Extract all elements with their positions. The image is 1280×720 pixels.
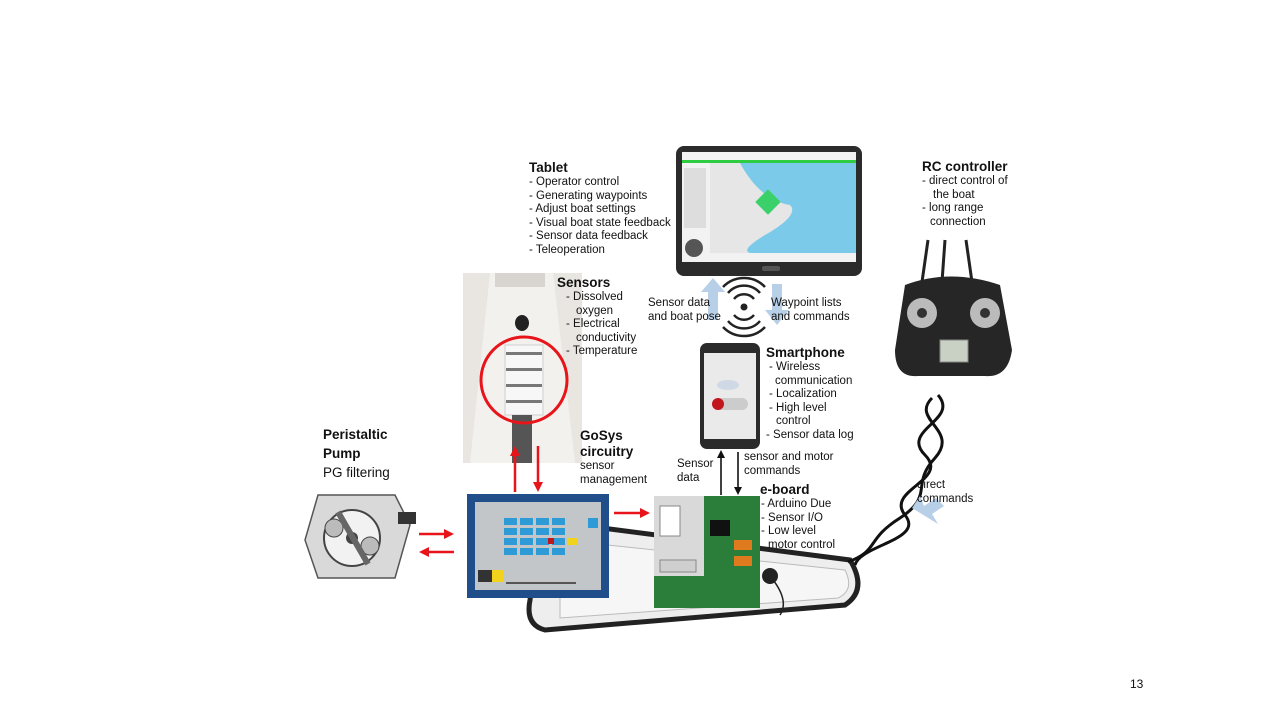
sensors-image: [463, 273, 582, 463]
sensors-feature: - Electrical: [566, 318, 620, 330]
page-number: 13: [1130, 677, 1144, 691]
tablet-feature: Generating waypoints: [529, 190, 671, 204]
sensors-feature: - Dissolved: [566, 291, 623, 303]
tablet-feature: Sensor data feedback: [529, 230, 671, 244]
eboard-title: e-board: [760, 482, 810, 497]
pump-title: Peristaltic: [323, 427, 388, 442]
rc-feature-cont: the boat: [933, 188, 975, 201]
tablet-features: Operator control Generating waypoints Ad…: [529, 176, 671, 258]
eboard-feature-cont: motor control: [768, 538, 836, 551]
gosys-sub: sensor: [580, 460, 615, 472]
tablet-feature: Adjust boat settings: [529, 203, 671, 217]
smartphone-feature: - Wireless: [769, 361, 821, 373]
smartphone-feature: - Sensor data log: [766, 428, 854, 441]
tablet-feature: Teleoperation: [529, 244, 671, 258]
eboard-feature: - Arduino Due: [761, 498, 832, 510]
smartphone-feature-cont: communication: [775, 374, 853, 387]
smartphone-title: Smartphone: [766, 345, 845, 360]
tablet-image: [676, 146, 862, 276]
wireless-signal-icon: [722, 276, 766, 338]
rc-controller-image: [895, 239, 1012, 377]
sensor-data-pose-label: Sensor data and boat pose: [648, 297, 721, 323]
tablet-feature: Operator control: [529, 176, 671, 190]
rc-feature: - direct control of: [922, 175, 1008, 187]
gosys-sub: management: [580, 473, 648, 486]
pump-title: Pump: [323, 446, 361, 461]
pump-block: Peristaltic Pump PG filtering: [323, 425, 390, 482]
blue-down-arrow: [765, 284, 789, 325]
eboard-block: e-board - Arduino Due - Sensor I/O - Low…: [760, 482, 835, 552]
direct-commands-label: direct commands: [917, 479, 974, 505]
rc-title: RC controller: [922, 159, 1008, 174]
sensors-feature: - Temperature: [566, 345, 638, 357]
sensors-block: Sensors - Dissolved oxygen - Electrical …: [557, 275, 637, 359]
gosys-panel-image: [467, 494, 609, 598]
tablet-title: Tablet: [529, 160, 568, 175]
direct-link-cable: [847, 394, 945, 566]
blue-up-arrow: [701, 278, 725, 320]
rc-block: RC controller - direct control of the bo…: [922, 159, 1008, 229]
smartphone-feature-cont: control: [776, 415, 811, 427]
red-arrows: [419, 446, 650, 557]
tablet-block: Tablet Operator control Generating waypo…: [529, 160, 671, 257]
eboard-feature: - Low level: [761, 525, 816, 537]
gosys-title: GoSys: [580, 428, 623, 443]
sensors-feature-cont: conductivity: [576, 331, 637, 344]
rc-feature: - long range: [922, 202, 984, 214]
rc-feature-cont: connection: [930, 215, 986, 228]
eboard-feature: - Sensor I/O: [761, 511, 823, 524]
blue-direct-arrow: [912, 496, 944, 524]
black-arrow-down: [734, 452, 742, 495]
smartphone-image: [700, 343, 760, 449]
smartphone-block: Smartphone - Wireless communication - Lo…: [766, 345, 854, 442]
sensors-title: Sensors: [557, 275, 611, 290]
smartphone-feature: - Localization: [769, 388, 837, 400]
eboard-image: [654, 496, 785, 616]
sensor-data-label: Sensor data: [677, 458, 714, 484]
gosys-title: circuitry: [580, 444, 634, 459]
peristaltic-pump-image: [304, 494, 416, 579]
tablet-feature: Visual boat state feedback: [529, 217, 671, 231]
pump-subtitle: PG filtering: [323, 465, 390, 480]
black-arrow-up: [717, 450, 725, 495]
gosys-block: GoSys circuitry sensor management: [580, 428, 647, 487]
motor-commands-label: sensor and motor commands: [744, 451, 834, 477]
sensors-feature-cont: oxygen: [576, 304, 614, 317]
waypoints-label: Waypoint lists and commands: [771, 297, 850, 323]
smartphone-feature: - High level: [769, 401, 827, 414]
